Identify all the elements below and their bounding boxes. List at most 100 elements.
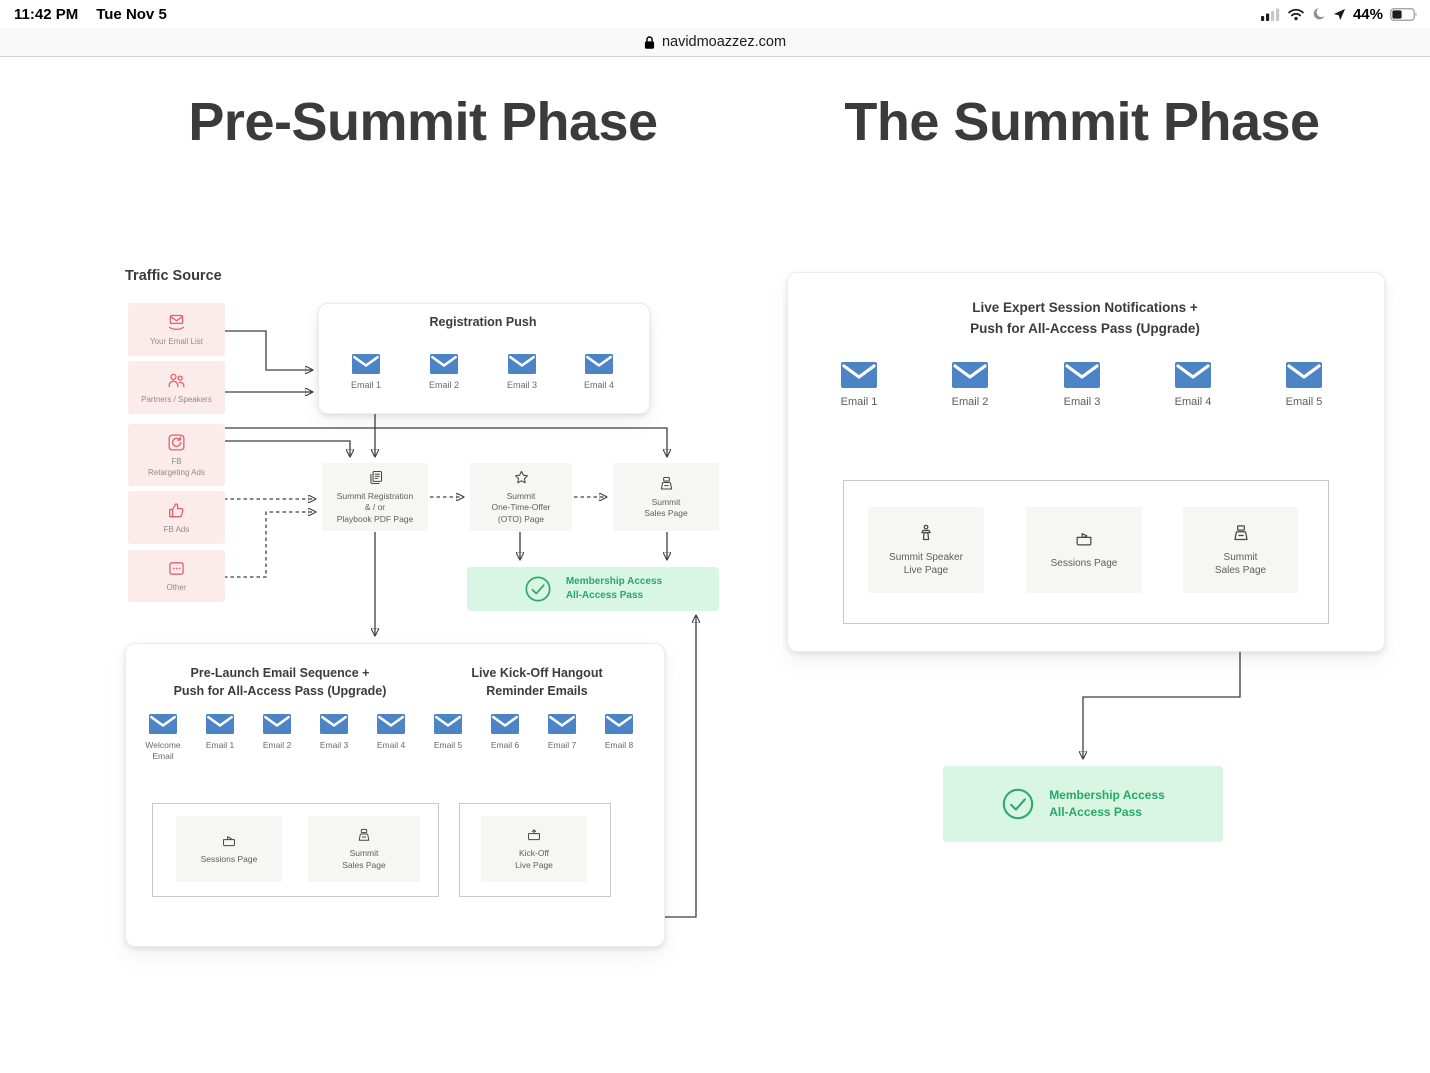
email-label: Email 7 xyxy=(547,740,577,750)
email-label: Email 3 xyxy=(319,740,349,750)
email-envelope-icon xyxy=(352,354,380,374)
email-envelope-icon xyxy=(377,714,405,734)
page-label: Kick-Off Live Page xyxy=(515,848,553,870)
battery-percent: 44% xyxy=(1352,5,1383,23)
email-label: Email 4 xyxy=(583,380,614,390)
traffic-source-partners-speakers: Partners / Speakers xyxy=(128,361,225,414)
email-label: Email 2 xyxy=(262,740,292,750)
email-envelope-icon xyxy=(320,714,348,734)
email-envelope-icon xyxy=(430,354,458,374)
address-bar[interactable]: navidmoazzez.com xyxy=(0,28,1430,57)
prelaunch-title: Pre-Launch Email Sequence + Push for All… xyxy=(173,666,387,699)
email-label: Email 2 xyxy=(951,396,989,408)
page-label: Summit Sales Page xyxy=(1214,551,1267,577)
location-arrow-icon xyxy=(1333,8,1346,21)
email-envelope-icon xyxy=(263,714,291,734)
email-envelope-icon xyxy=(605,714,633,734)
partners-icon xyxy=(166,370,187,391)
email-envelope-icon xyxy=(434,714,462,734)
email-label: Email 1 xyxy=(205,740,235,750)
pre-summit-title: Pre-Summit Phase xyxy=(188,92,658,152)
speaker-podium-icon xyxy=(916,523,936,543)
email-label: Email 3 xyxy=(506,380,537,390)
page-label: Sessions Page xyxy=(200,853,258,864)
url-domain: navidmoazzez.com xyxy=(661,34,787,50)
status-date: Tue Nov 5 xyxy=(96,5,167,23)
battery-icon xyxy=(1390,7,1418,21)
cash-register-icon xyxy=(658,475,675,492)
traffic-source-label: Traffic Source xyxy=(125,268,222,284)
page-label: Summit One-Time-Offer (OTO) Page xyxy=(491,490,551,524)
wifi-icon xyxy=(1287,8,1305,21)
do-not-disturb-moon-icon xyxy=(1312,7,1326,21)
traffic-source-label-text: Partners / Speakers xyxy=(141,394,212,404)
email-label: Email 2 xyxy=(428,380,459,390)
traffic-source-fb-retargeting: FB Retargeting Ads xyxy=(128,424,225,486)
traffic-source-your-email-list: Your Email List xyxy=(128,303,225,356)
membership-access-box-right: Membership Access All-Access Pass xyxy=(943,766,1223,842)
traffic-source-label-text: FB Retargeting Ads xyxy=(148,457,205,477)
retargeting-icon xyxy=(166,432,187,453)
page-label: Summit Registration & / or Playbook PDF … xyxy=(336,490,414,524)
email-label: Email 4 xyxy=(1174,396,1212,408)
cash-register-icon xyxy=(356,827,372,843)
email-label: Email 1 xyxy=(350,380,381,390)
kickoff-reminder-title: Live Kick-Off Hangout Reminder Emails xyxy=(471,666,603,699)
summit-oto-page-box: Summit One-Time-Offer (OTO) Page xyxy=(470,463,572,531)
registration-push-title: Registration Push xyxy=(429,315,537,329)
email-envelope-icon xyxy=(206,714,234,734)
check-circle-icon xyxy=(1001,787,1035,821)
star-icon xyxy=(513,469,530,486)
email-envelope-icon xyxy=(952,362,988,388)
status-time: 11:42 PM xyxy=(14,5,79,23)
email-envelope-icon xyxy=(585,354,613,374)
traffic-source-label-text: Your Email List xyxy=(149,336,204,346)
email-label: Email 1 xyxy=(840,396,878,408)
email-label: Email 3 xyxy=(1063,396,1101,408)
summit-speaker-live-page-box: Summit Speaker Live Page xyxy=(868,507,984,593)
traffic-source-label-text: Other xyxy=(166,583,187,593)
email-envelope-icon xyxy=(491,714,519,734)
sessions-page-box: Sessions Page xyxy=(176,816,282,882)
page-label: Summit Sales Page xyxy=(644,496,688,518)
email-envelope-icon xyxy=(1286,362,1322,388)
summit-title: The Summit Phase xyxy=(844,92,1320,152)
email-label: Email 8 xyxy=(604,740,634,750)
sessions-page-box-right: Sessions Page xyxy=(1026,507,1142,593)
check-circle-icon xyxy=(524,575,552,603)
pages-copy-icon xyxy=(367,469,384,486)
membership-access-box: Membership Access All-Access Pass xyxy=(467,567,719,611)
traffic-source-fb-ads: FB Ads xyxy=(128,491,225,544)
membership-label: Membership Access All-Access Pass xyxy=(565,575,663,602)
cellular-signal-icon xyxy=(1260,8,1280,21)
membership-label: Membership Access All-Access Pass xyxy=(1049,787,1165,819)
summit-sales-page-box: Summit Sales Page xyxy=(613,463,719,531)
email-envelope-icon xyxy=(149,714,177,734)
status-bar: 11:42 PM Tue Nov 5 xyxy=(0,0,1430,28)
email-label: Email 5 xyxy=(1285,396,1323,408)
summit-sales-page-box-right: Summit Sales Page xyxy=(1183,507,1298,593)
email-envelope-icon xyxy=(548,714,576,734)
email-label: Email 6 xyxy=(490,740,520,750)
thumbs-up-icon xyxy=(166,500,187,521)
email-label: Email 5 xyxy=(433,740,463,750)
cash-register-icon xyxy=(1231,523,1251,543)
play-box-icon xyxy=(221,833,237,849)
live-expert-sessions-title: Live Expert Session Notifications + Push… xyxy=(970,300,1200,336)
kickoff-live-page-box: Kick-Off Live Page xyxy=(481,816,587,882)
other-source-icon xyxy=(166,558,187,579)
email-envelope-icon xyxy=(841,362,877,388)
page-label: Summit Speaker Live Page xyxy=(889,551,963,577)
page-label: Summit Sales Page xyxy=(342,848,386,870)
summit-registration-page-box: Summit Registration & / or Playbook PDF … xyxy=(322,463,428,531)
upload-box-icon xyxy=(526,827,542,843)
traffic-source-label-text: FB Ads xyxy=(163,524,190,534)
traffic-source-other: Other xyxy=(128,550,225,602)
email-label: Email 4 xyxy=(376,740,406,750)
email-envelope-icon xyxy=(1064,362,1100,388)
page-label: Sessions Page xyxy=(1050,558,1118,570)
summit-sales-page-box-bottom: Summit Sales Page xyxy=(308,816,420,882)
play-box-icon xyxy=(1074,529,1094,549)
email-label: Welcome Email xyxy=(145,740,181,762)
